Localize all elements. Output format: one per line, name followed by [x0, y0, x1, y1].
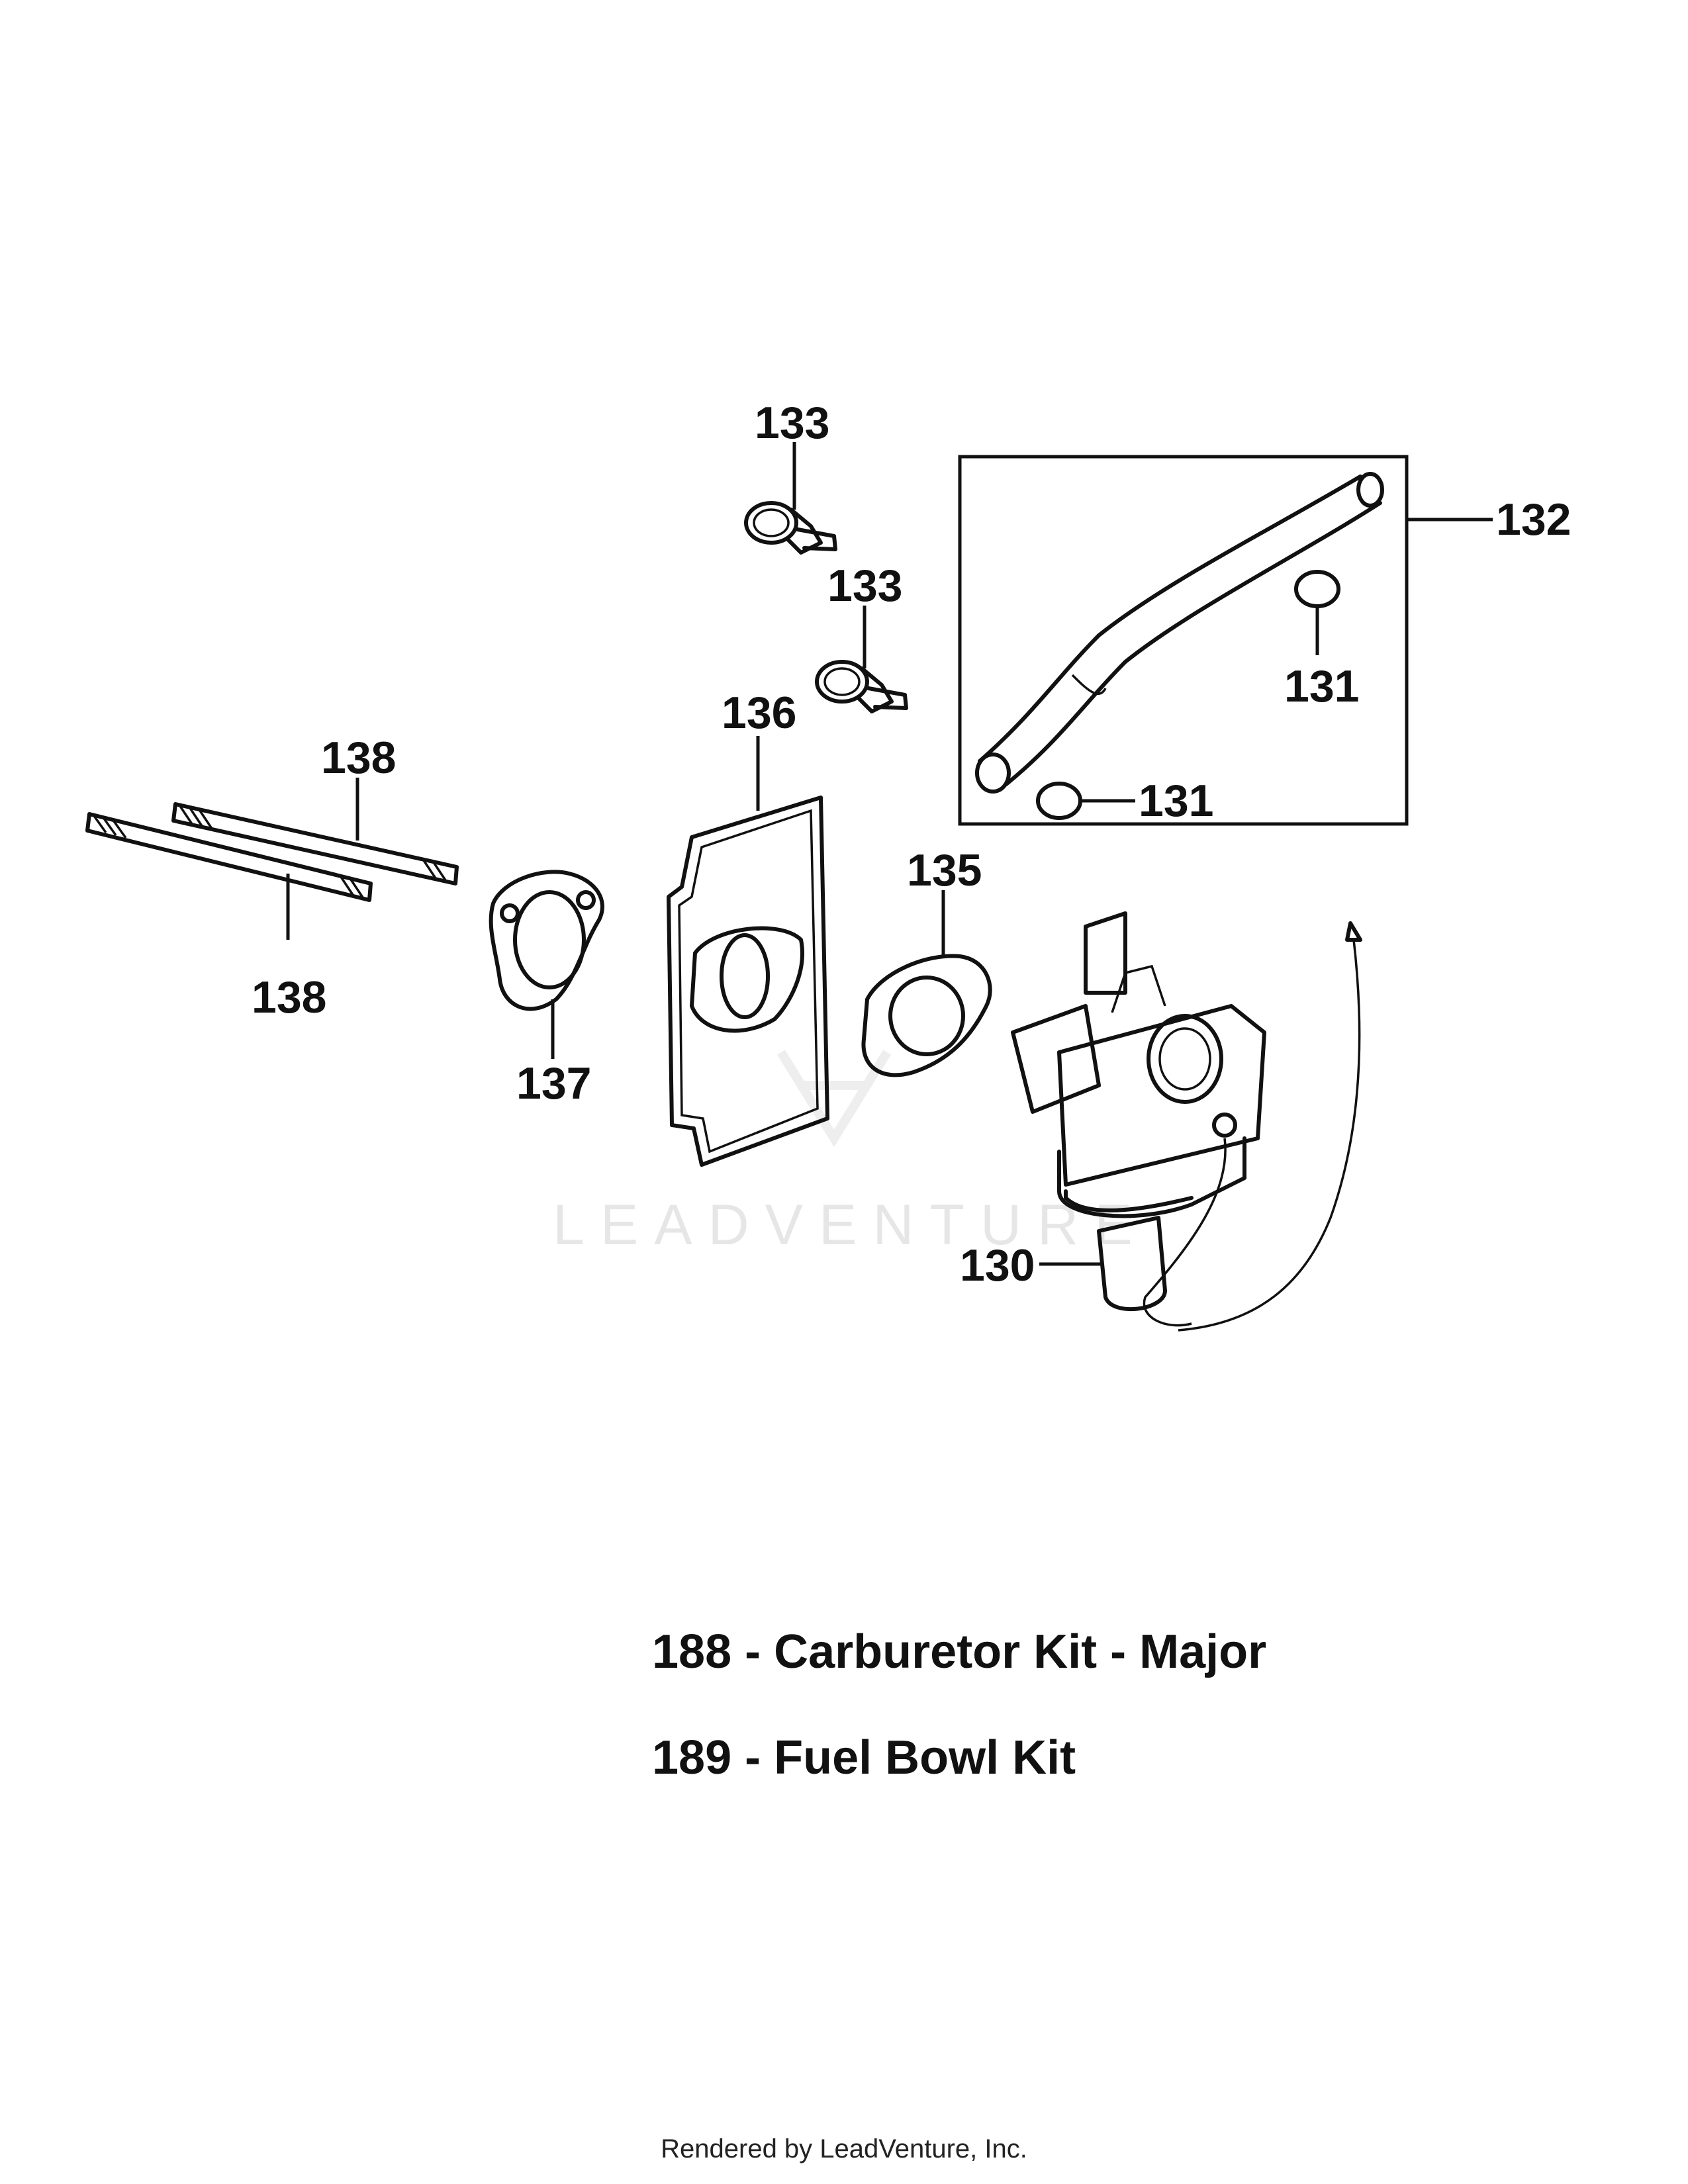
- callout-132: 132: [1496, 494, 1571, 545]
- callout-131-upper: 131: [1284, 661, 1359, 711]
- callout-137: 137: [516, 1058, 591, 1109]
- callout-133-lower: 133: [827, 561, 902, 611]
- hose-clamp-133-lower: [815, 660, 908, 713]
- studs-138: [85, 778, 459, 940]
- footer-credit: Rendered by LeadVenture, Inc.: [661, 2134, 1027, 2163]
- clamp-131-upper: [1294, 570, 1340, 608]
- kit-label-fuel-bowl-kit: 189 - Fuel Bowl Kit: [652, 1731, 1076, 1784]
- gasket-137: [489, 870, 604, 1059]
- carburetor-130: [1011, 911, 1362, 1332]
- watermark: LEADVENTURE: [553, 1050, 1149, 1257]
- callout-136: 136: [722, 688, 796, 738]
- insulator-plate-136: [667, 736, 829, 1167]
- callout-138-upper: 138: [321, 733, 396, 783]
- kit-label-carburetor-kit-major: 188 - Carburetor Kit - Major: [652, 1625, 1267, 1678]
- callout-131-lower: 131: [1139, 776, 1213, 826]
- callout-135: 135: [907, 845, 982, 895]
- watermark-text: LEADVENTURE: [553, 1193, 1149, 1257]
- fuel-line-kit-132: [958, 455, 1493, 826]
- callout-130: 130: [960, 1240, 1035, 1291]
- callout-138-lower: 138: [252, 972, 326, 1023]
- gasket-135: [861, 890, 992, 1077]
- clamp-131-lower: [1036, 782, 1082, 820]
- hose-clamp-133-upper: [744, 501, 837, 555]
- callout-133-upper: 133: [755, 398, 829, 448]
